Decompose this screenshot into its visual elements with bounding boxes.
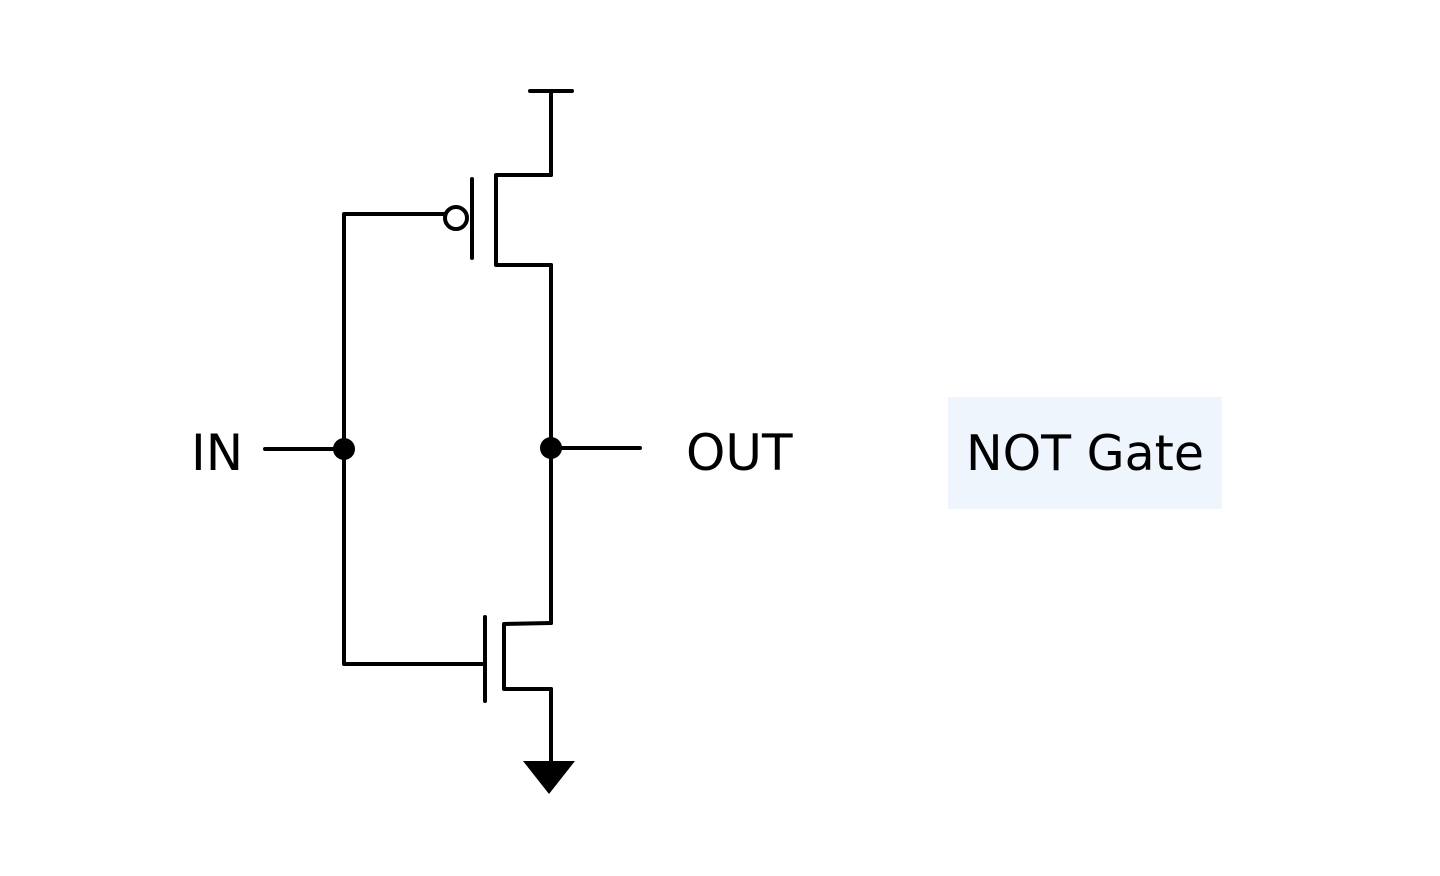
input-label: IN bbox=[191, 424, 243, 482]
title-box: NOT Gate bbox=[948, 397, 1222, 509]
ground-symbol bbox=[523, 687, 575, 794]
output-label: OUT bbox=[686, 424, 793, 482]
input-junction-dot bbox=[333, 438, 355, 460]
pmos-inversion-bubble bbox=[443, 205, 469, 231]
diagram-title: NOT Gate bbox=[965, 424, 1205, 482]
output-junction-dot bbox=[540, 437, 562, 459]
pmos-gate-wire bbox=[342, 212, 447, 451]
pmos-transistor bbox=[443, 173, 553, 267]
nmos-gate-wire bbox=[342, 447, 487, 666]
nmos-transistor bbox=[483, 615, 553, 703]
vdd-terminal bbox=[528, 89, 574, 177]
